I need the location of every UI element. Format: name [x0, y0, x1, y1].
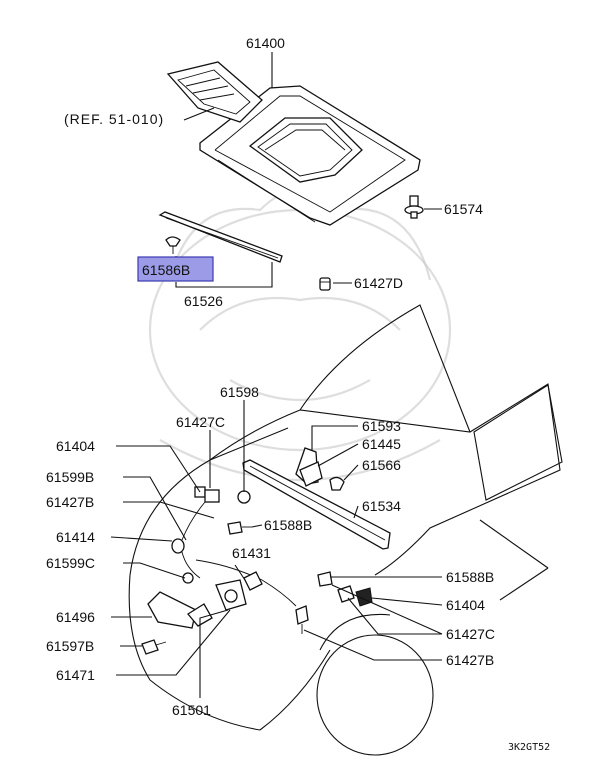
label-61597b[interactable]: 61597B: [46, 638, 94, 654]
label-61427b-right[interactable]: 61427B: [446, 652, 494, 668]
label-61427c-right[interactable]: 61427C: [446, 626, 495, 642]
label-ref-51-010: (REF. 51-010): [64, 111, 164, 127]
leader-lines: [110, 52, 443, 698]
label-61427b-left[interactable]: 61427B: [46, 494, 94, 510]
label-61400[interactable]: 61400: [246, 35, 285, 51]
label-61414[interactable]: 61414: [56, 529, 95, 545]
hood-seal-strip: [158, 211, 283, 263]
label-61471[interactable]: 61471: [56, 667, 95, 683]
label-61534[interactable]: 61534: [362, 498, 401, 514]
label-61588b-mid[interactable]: 61588B: [264, 517, 312, 533]
highlight-box-61586b: [137, 256, 214, 282]
label-61566[interactable]: 61566: [362, 457, 401, 473]
label-61496[interactable]: 61496: [56, 609, 95, 625]
vehicle-body-outline: [128, 304, 563, 756]
part-labels: 61400 (REF. 51-010) 61574 61586B 61526 6…: [46, 35, 550, 753]
label-61574[interactable]: 61574: [444, 201, 483, 217]
bumper-61427d: [319, 277, 331, 291]
clip-61586b: [165, 236, 181, 254]
label-61586b[interactable]: 61586B: [142, 262, 190, 278]
label-61431[interactable]: 61431: [232, 545, 271, 561]
hood-panel: [166, 61, 421, 226]
label-61588b-right[interactable]: 61588B: [446, 569, 494, 585]
watermark-emblem: [148, 189, 452, 482]
label-61404-right[interactable]: 61404: [446, 597, 485, 613]
label-61501[interactable]: 61501: [172, 702, 211, 718]
diagram-code: 3K2GT52: [508, 742, 550, 753]
label-61427c-top[interactable]: 61427C: [176, 414, 225, 430]
label-61526[interactable]: 61526: [184, 293, 223, 309]
label-61599b[interactable]: 61599B: [46, 469, 94, 485]
label-61427d[interactable]: 61427D: [354, 275, 403, 291]
label-61445[interactable]: 61445: [362, 436, 401, 452]
label-61599c[interactable]: 61599C: [46, 555, 95, 571]
label-61598[interactable]: 61598: [220, 384, 259, 400]
bolt-61574: [404, 195, 424, 219]
label-61404-left[interactable]: 61404: [56, 438, 95, 454]
label-61593[interactable]: 61593: [362, 418, 401, 434]
